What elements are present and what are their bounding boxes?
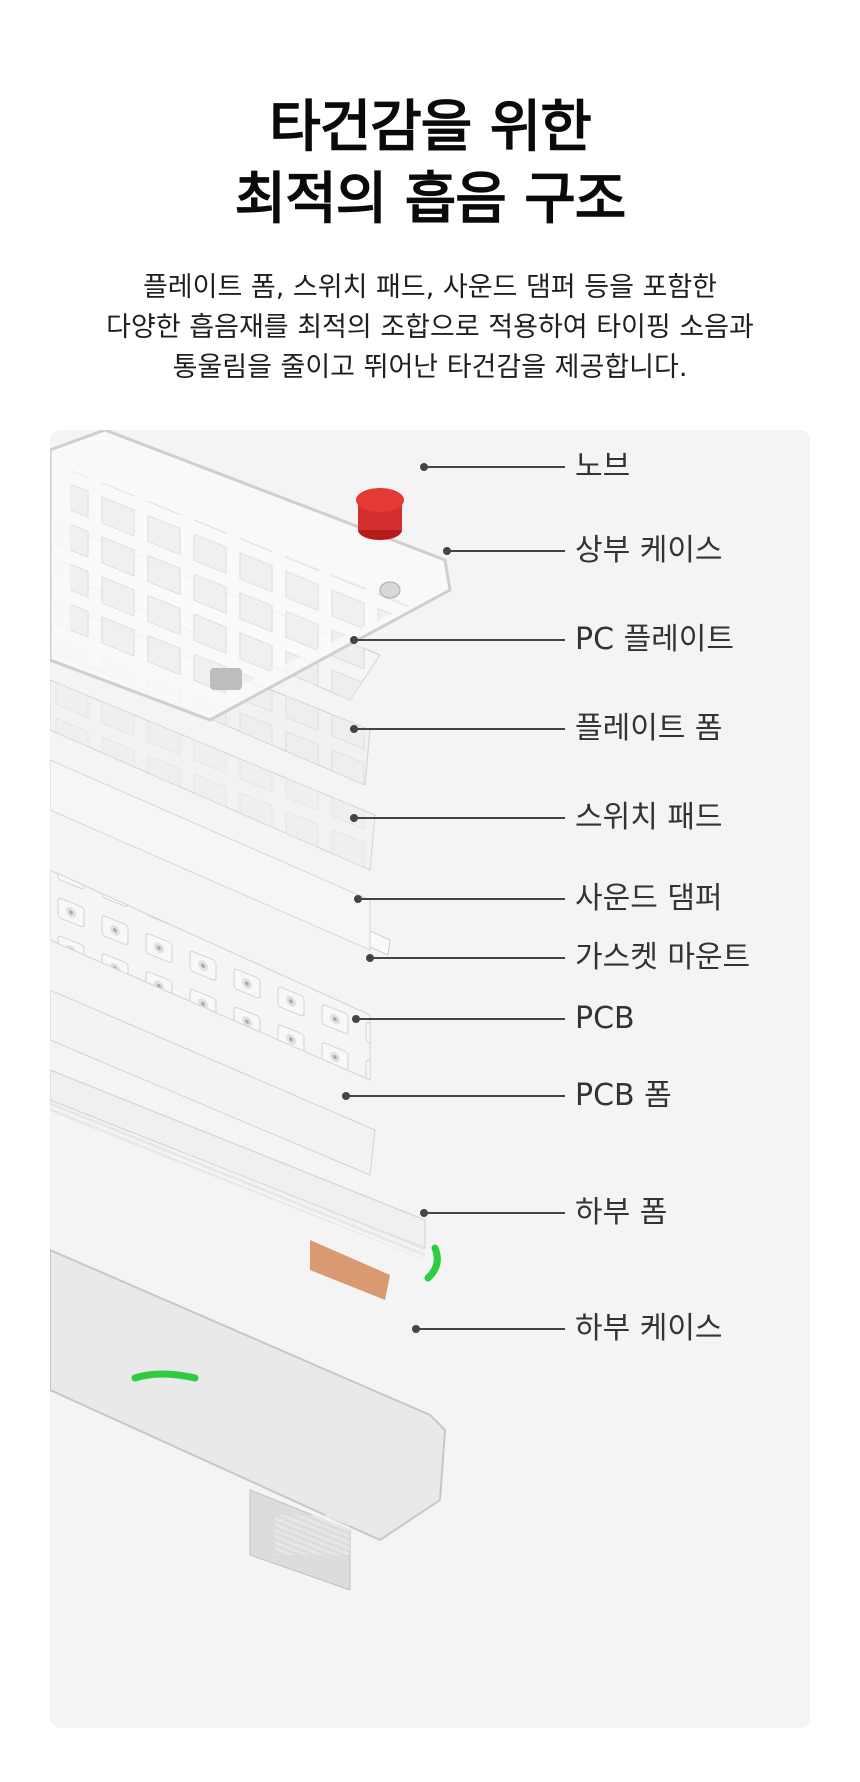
knob (356, 488, 404, 540)
label-pcb: PCB (575, 1001, 635, 1036)
label-plate-foam: 플레이트 폼 (575, 711, 723, 746)
description: 플레이트 폼, 스위치 패드, 사운드 댐퍼 등을 포함한 다양한 흡음재를 최… (0, 268, 860, 388)
label-gasket-mount: 가스켓 마운트 (575, 940, 751, 975)
bottom-foam-layer (50, 1069, 426, 1260)
description-line-3: 통울림을 줄이고 뛰어난 타건감을 제공합니다. (172, 352, 688, 383)
top-case-layer (50, 430, 452, 722)
page-title: 타건감을 위한 최적의 흡음 구조 (0, 92, 860, 236)
exploded-keyboard-illustration (50, 430, 565, 1591)
bottom-case-layer (50, 1240, 447, 1591)
label-switch-pad: 스위치 패드 (575, 800, 723, 835)
label-bottom-foam: 하부 폼 (575, 1195, 668, 1230)
leader-dots (342, 463, 451, 1333)
description-line-2: 다양한 흡음재를 최적의 조합으로 적용하여 타이핑 소음과 (106, 312, 754, 343)
label-sound-damper: 사운드 댐퍼 (575, 881, 723, 916)
pcb-layer (50, 869, 371, 1081)
label-knob: 노브 (575, 449, 631, 484)
pcb-foam-layer (50, 989, 376, 1176)
title-line-1: 타건감을 위한 (269, 95, 592, 160)
label-top-case: 상부 케이스 (575, 533, 723, 568)
leader-lines (346, 466, 565, 1330)
label-pcb-foam: PCB 폼 (575, 1078, 672, 1113)
description-line-1: 플레이트 폼, 스위치 패드, 사운드 댐퍼 등을 포함한 (142, 272, 718, 303)
exploded-view-panel: 노브 상부 케이스 PC 플레이트 플레이트 폼 스위치 패드 사운드 댐퍼 가… (50, 430, 810, 1728)
label-bottom-case: 하부 케이스 (575, 1311, 723, 1346)
label-pc-plate: PC 플레이트 (575, 622, 734, 657)
title-line-2: 최적의 흡음 구조 (234, 167, 627, 232)
switch-pad-layer (50, 679, 376, 871)
